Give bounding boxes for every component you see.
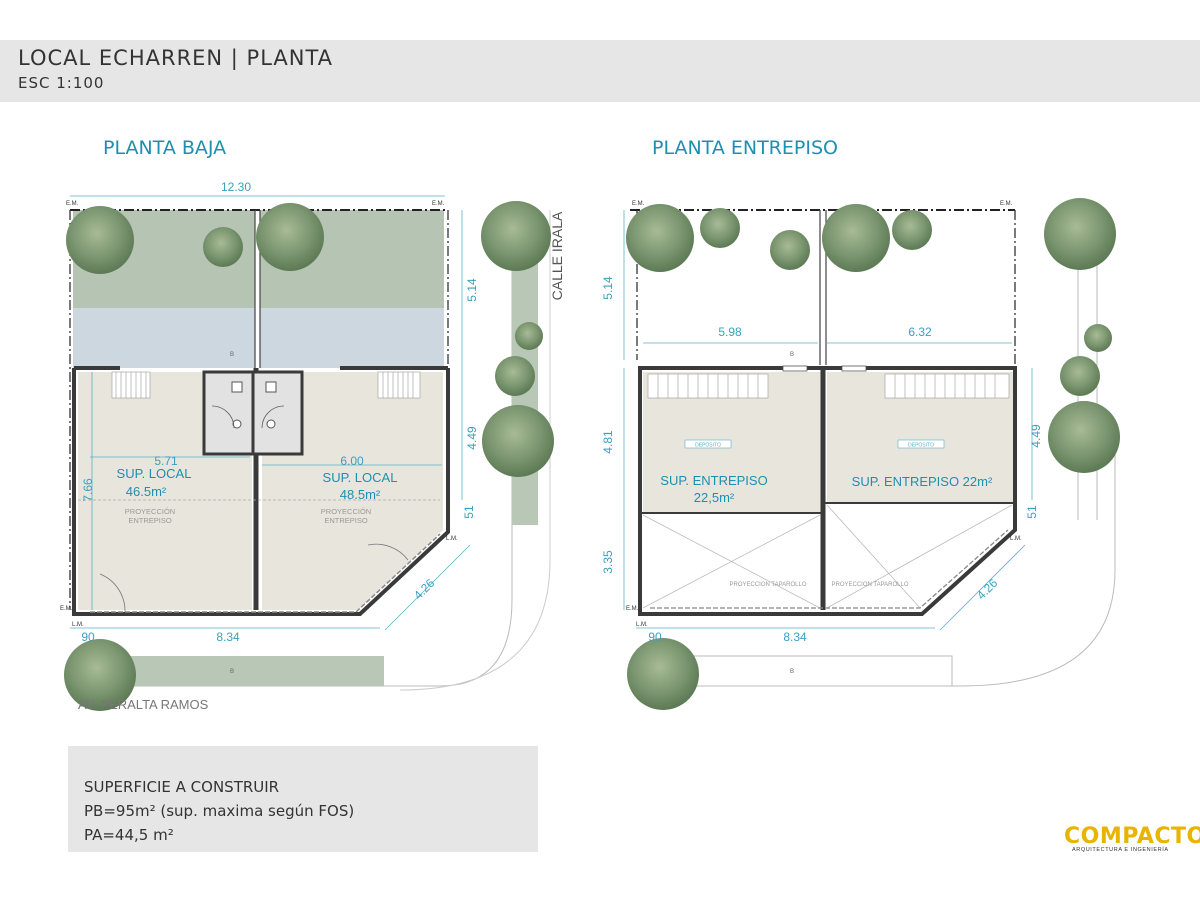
summary-box: SUPERFICIE A CONSTRUIR PB=95m² (sup. max… <box>68 746 538 852</box>
tree-icon <box>770 230 810 270</box>
pe-dim-width1: 5.98 <box>718 325 742 339</box>
pb-section-marker-bottom: B <box>230 669 234 675</box>
pe-dim-left-lower: 3.35 <box>601 550 615 574</box>
pb-dim-local1: 5.71 <box>154 454 178 468</box>
tree-icon <box>1084 324 1112 352</box>
tree-icon <box>1060 356 1100 396</box>
pe-section-marker-bottom: B <box>790 669 794 675</box>
pe-dim-left-upper: 5.14 <box>601 276 615 300</box>
pe-dim-diag-small: 51 <box>1025 505 1039 519</box>
pe-dim-width2: 6.32 <box>908 325 932 339</box>
tree-icon <box>256 203 324 271</box>
pe-em-bl: E.M. <box>626 606 639 612</box>
pe-em-tl: E.M. <box>632 201 645 207</box>
pb-dim-bottom-offset: 90 <box>81 630 95 644</box>
tree-icon <box>700 208 740 248</box>
entrepiso-1-label: SUP. ENTREPISO <box>660 473 767 488</box>
company-logo: COMPACTO ARQUITECTURA E INGENIERÍA <box>1064 824 1200 853</box>
tree-icon <box>495 356 535 396</box>
street-bottom-label: AV. PERALTA RAMOS <box>78 697 209 712</box>
pb-lm-bl: L.M. <box>72 622 84 628</box>
logo-name: COMPACTO <box>1064 824 1200 849</box>
pe-dim-bottom-offset: 90 <box>648 630 662 644</box>
pe-dim-left-mid: 4.81 <box>601 430 615 454</box>
pb-dim-local2: 6.00 <box>340 454 364 468</box>
page-title: LOCAL ECHARREN | PLANTA <box>18 46 334 70</box>
planta-entrepiso-title: PLANTA ENTREPISO <box>652 137 838 159</box>
tree-icon <box>626 204 694 272</box>
deposito-1: DEPOSITO <box>695 443 721 449</box>
patio-2 <box>260 308 444 368</box>
tree-icon <box>203 227 243 267</box>
pb-proj-2a: PROYECCIÓN <box>321 507 371 516</box>
planta-entrepiso-plan <box>623 209 1116 687</box>
patio-1 <box>73 308 255 368</box>
pb-em-bl: E.M. <box>60 606 73 612</box>
pe-proj-2: PROYECCION TAPAROLLO <box>831 582 908 588</box>
pb-dim-left: 7.66 <box>81 478 95 502</box>
summary-title: SUPERFICIE A CONSTRUIR <box>84 778 280 796</box>
green-strip-bottom <box>118 656 384 686</box>
pe-lm-r: L.M. <box>1010 536 1022 542</box>
pb-em-tr: E.M. <box>432 201 445 207</box>
pe-dim-bottom: 8.34 <box>783 630 807 644</box>
street-side-label: CALLE IRALA <box>549 211 565 300</box>
pe-dim-diag: 4.26 <box>974 576 1001 603</box>
pb-lm-r: L.M. <box>446 536 458 542</box>
logo-tagline: ARQUITECTURA E INGENIERÍA <box>1072 847 1169 853</box>
local-2-label: SUP. LOCAL <box>323 470 398 485</box>
pe-section-marker: B <box>790 352 794 358</box>
tree-icon <box>1048 401 1120 473</box>
tree-icon <box>627 638 699 710</box>
title-band: LOCAL ECHARREN | PLANTA ESC 1:100 <box>0 40 1200 102</box>
tree-icon <box>481 201 551 271</box>
tree-icon <box>1044 198 1116 270</box>
pb-proj-1b: ENTREPISO <box>128 516 172 525</box>
pb-proj-1a: PROYECCIÓN <box>125 507 175 516</box>
entrepiso-2-label: SUP. ENTREPISO 22m² <box>852 474 993 489</box>
pb-section-marker: B <box>230 352 234 358</box>
entrepiso-1-area: 22,5m² <box>694 490 735 505</box>
pb-dim-right-lower: 4.49 <box>465 426 479 450</box>
pe-em-tr: E.M. <box>1000 201 1013 207</box>
pb-dim-top: 12.30 <box>221 180 251 194</box>
pe-lm-bl: L.M. <box>636 622 648 628</box>
tree-icon <box>822 204 890 272</box>
pb-dim-right-upper: 5.14 <box>465 278 479 302</box>
pe-dim-right: 4.49 <box>1029 424 1043 448</box>
pb-proj-2b: ENTREPISO <box>324 516 368 525</box>
trees <box>64 198 1120 711</box>
summary-pb: PB=95m² (sup. maxima según FOS) <box>84 802 355 820</box>
scale-label: ESC 1:100 <box>18 74 105 92</box>
tree-icon <box>515 322 543 350</box>
local-1-label: SUP. LOCAL <box>117 466 192 481</box>
pb-dim-diag-small: 51 <box>462 505 476 519</box>
tree-icon <box>66 206 134 274</box>
tree-icon <box>482 405 554 477</box>
planta-baja-title: PLANTA BAJA <box>103 137 227 159</box>
tree-icon <box>892 210 932 250</box>
summary-pa: PA=44,5 m² <box>84 826 174 844</box>
pb-em-tl: E.M. <box>66 201 79 207</box>
pb-dim-diag: 4.26 <box>411 576 438 603</box>
pb-dim-bottom: 8.34 <box>216 630 240 644</box>
pe-proj-1: PROYECCION TAPAROLLO <box>729 582 806 588</box>
deposito-2: DEPOSITO <box>908 443 934 449</box>
local-1-area: 46.5m² <box>126 484 167 499</box>
local-2-area: 48.5m² <box>340 487 381 502</box>
tree-icon <box>64 639 136 711</box>
